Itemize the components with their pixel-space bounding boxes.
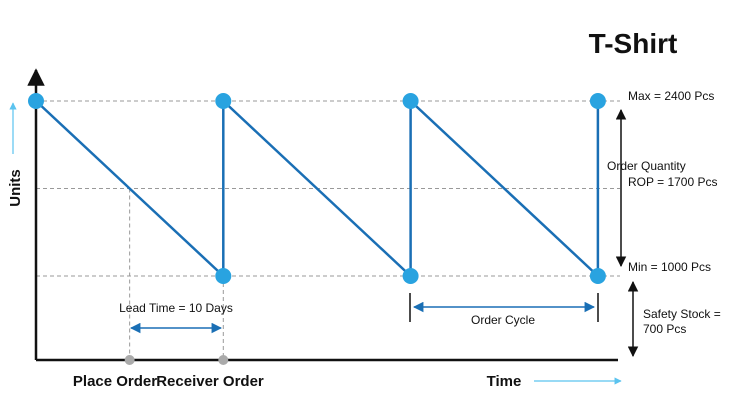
data-point-0 xyxy=(28,93,44,109)
order-cycle-bracket xyxy=(409,293,599,322)
rop-label: ROP = 1700 Pcs xyxy=(628,175,718,189)
safety-stock-label-line2: 700 Pcs xyxy=(643,322,686,336)
safety-stock-label-line1: Safety Stock = xyxy=(643,307,721,321)
chart-title: T-Shirt xyxy=(589,28,678,59)
data-point-3 xyxy=(402,268,419,284)
event-guides xyxy=(124,188,229,365)
receive-order-marker xyxy=(218,355,229,365)
data-point-6 xyxy=(589,93,606,109)
min-label: Min = 1000 Pcs xyxy=(628,260,711,274)
data-point-5 xyxy=(589,268,606,284)
series-layer xyxy=(28,93,606,284)
order-quantity-label: Order Quantity xyxy=(607,159,686,173)
receiver-order-label: Receiver Order xyxy=(156,373,264,390)
place-order-marker xyxy=(124,355,135,365)
data-point-2 xyxy=(215,93,232,109)
data-point-4 xyxy=(402,93,419,109)
place-order-label: Place Order xyxy=(73,373,157,390)
max-label: Max = 2400 Pcs xyxy=(628,89,714,103)
order-cycle-label: Order Cycle xyxy=(471,313,535,327)
x-axis-label: Time xyxy=(487,373,522,390)
y-axis-label: Units xyxy=(7,169,24,207)
lead-time-label: Lead Time = 10 Days xyxy=(119,301,233,315)
dimension-arrows xyxy=(615,108,639,358)
data-point-1 xyxy=(215,268,232,284)
reference-lines xyxy=(36,100,620,277)
